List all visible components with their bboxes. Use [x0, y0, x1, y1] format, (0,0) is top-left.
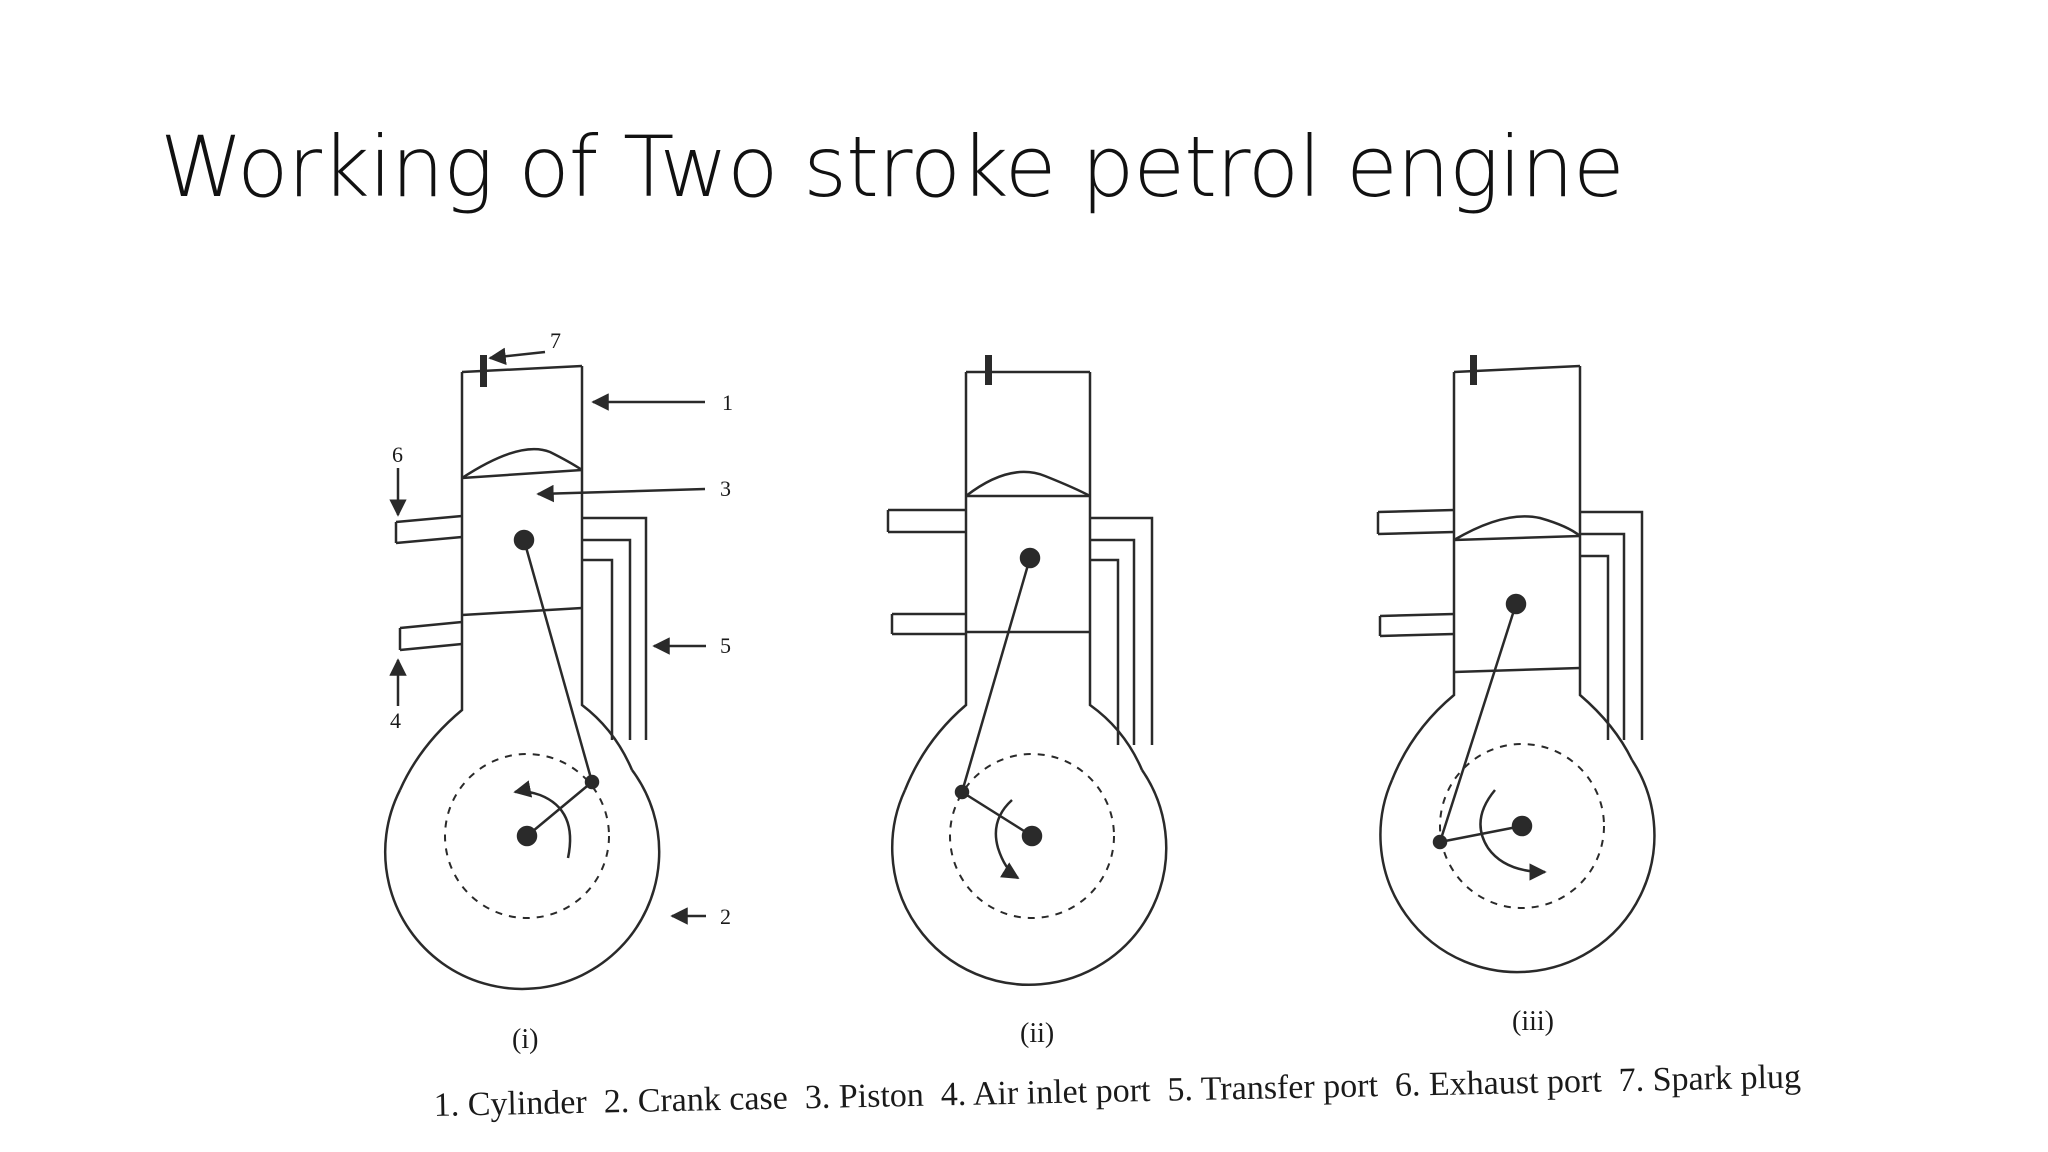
crank-centre	[1511, 815, 1533, 837]
crank-case	[890, 769, 1168, 986]
callout-arrow-7	[488, 347, 546, 365]
piston-crown	[1453, 515, 1581, 542]
transfer-port	[1580, 510, 1644, 740]
slide-title: Working of Two stroke petrol engine	[160, 118, 1625, 216]
crank-circle	[444, 753, 610, 919]
spark-plug	[480, 355, 487, 387]
crank-circle	[949, 753, 1115, 919]
engine-stage-1	[384, 347, 706, 991]
crank-arm	[961, 790, 1033, 838]
crank-case	[384, 769, 661, 991]
engine-stage-3	[1376, 355, 1656, 974]
caption-stage-2: (ii)	[1020, 1018, 1054, 1049]
inlet-port	[890, 612, 966, 636]
crank-pin	[584, 774, 600, 790]
exhaust-port	[886, 508, 966, 534]
piston-bottom	[1453, 666, 1581, 674]
callouts-stage-1: 7 1 3 5 2 6 4 (i)	[390, 328, 733, 1055]
callout-5: 5	[720, 633, 731, 658]
rotation-arrow	[1479, 789, 1547, 881]
callout-arrow-3	[536, 484, 706, 503]
inlet-port	[398, 620, 463, 652]
crank-circle	[1439, 743, 1605, 909]
crank-case	[1379, 759, 1656, 974]
piston-top	[461, 468, 583, 480]
spark-plug	[985, 355, 992, 385]
connecting-rod	[522, 539, 594, 783]
callout-7: 7	[550, 328, 561, 353]
piston-crown	[965, 470, 1091, 498]
connecting-rod	[960, 557, 1032, 793]
transfer-port	[1090, 516, 1154, 745]
crank-pin	[954, 784, 970, 800]
connecting-rod	[1438, 603, 1518, 843]
transfer-port	[582, 516, 648, 740]
piston-top	[1453, 534, 1581, 542]
exhaust-port	[394, 514, 463, 545]
cylinder-wall	[903, 372, 968, 791]
spark-plug	[1470, 355, 1477, 385]
engine-stage-2	[886, 355, 1168, 986]
piston-bottom	[461, 606, 583, 617]
caption-stage-3: (iii)	[1512, 1006, 1554, 1037]
rotation-arrow	[994, 799, 1020, 880]
callout-6: 6	[392, 442, 403, 467]
exhaust-port	[1376, 508, 1455, 536]
caption-stage-1: (i)	[512, 1024, 538, 1055]
inlet-port	[1378, 612, 1455, 638]
cylinder-wall	[1390, 372, 1456, 781]
cylinder-wall	[398, 372, 464, 791]
crank-centre	[1021, 825, 1043, 847]
callout-2: 2	[720, 904, 731, 929]
callout-4: 4	[390, 708, 401, 733]
crank-centre	[516, 825, 538, 847]
callout-3: 3	[720, 476, 731, 501]
piston-crown	[461, 447, 583, 480]
callout-1: 1	[722, 390, 733, 415]
crank-pin	[1432, 834, 1448, 850]
cylinder-wall	[580, 366, 634, 771]
rotation-arrow	[513, 780, 572, 859]
legend: 1. Cylinder 2. Crank case 3. Piston 4. A…	[433, 1058, 1801, 1124]
